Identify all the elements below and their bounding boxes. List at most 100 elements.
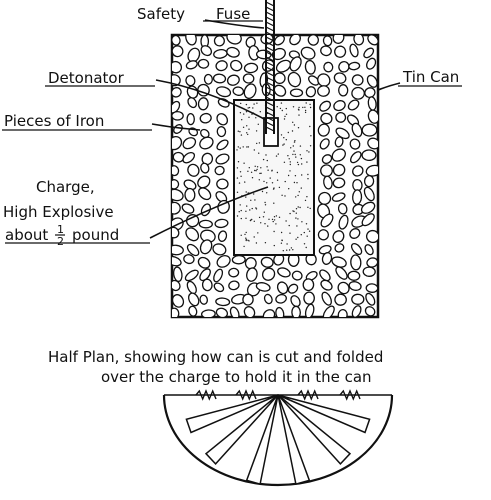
iron-piece <box>185 227 200 242</box>
iron-piece <box>275 59 292 73</box>
explosive-grain <box>248 116 250 119</box>
explosive-grain <box>293 141 296 143</box>
explosive-grain <box>250 171 253 173</box>
explosive-grain <box>300 187 302 189</box>
explosive-grain <box>257 232 259 234</box>
iron-piece <box>172 35 181 46</box>
iron-piece <box>199 294 208 305</box>
explosive-grain <box>253 236 255 238</box>
explosive-grain <box>265 154 267 156</box>
explosive-grain <box>285 139 287 141</box>
explosive-grain <box>289 163 291 166</box>
explosive-grain <box>253 220 255 222</box>
explosive-grain <box>288 158 290 160</box>
iron-piece <box>289 88 304 98</box>
explosive-grain <box>299 145 302 147</box>
explosive-grain <box>277 153 279 155</box>
explosive-grain <box>273 230 275 233</box>
iron-piece <box>320 164 333 178</box>
explosive-grain <box>239 171 242 173</box>
explosive-grain <box>295 208 298 210</box>
iron-piece <box>320 213 334 228</box>
iron-piece <box>216 139 229 151</box>
iron-piece <box>350 254 362 271</box>
explosive-grain <box>258 152 260 154</box>
explosive-grain <box>254 169 256 172</box>
explosive-grain <box>254 165 256 167</box>
explosive-grain <box>297 218 299 220</box>
iron-piece <box>366 57 377 70</box>
explosive-grain <box>297 206 299 208</box>
explosive-grain <box>309 125 311 128</box>
explosive-grain <box>249 209 251 211</box>
half-plan-arc <box>162 394 394 487</box>
explosive-grain <box>292 106 295 108</box>
explosive-grain <box>252 107 254 109</box>
iron-piece <box>198 219 213 229</box>
label-fraction-numerator: 1 <box>57 223 64 236</box>
explosive-grain <box>244 233 246 236</box>
explosive-grain <box>289 212 291 215</box>
iron-piece <box>197 256 211 269</box>
explosive-grain <box>236 149 238 151</box>
explosive-grain <box>302 106 304 109</box>
iron-piece <box>317 73 331 87</box>
iron-piece <box>335 266 348 280</box>
explosive-grain <box>293 124 296 126</box>
iron-piece <box>255 49 272 60</box>
explosive-grain <box>293 181 296 184</box>
explosive-grain <box>236 215 239 217</box>
iron-piece <box>349 43 359 58</box>
iron-piece <box>172 60 183 74</box>
explosive-grain <box>266 192 268 194</box>
explosive-grain <box>243 162 245 164</box>
iron-piece <box>172 294 185 308</box>
explosive-grain <box>236 191 239 193</box>
iron-piece <box>275 293 287 304</box>
explosive-grain <box>285 107 287 110</box>
explosive-grain <box>276 179 279 181</box>
explosive-grain <box>290 247 293 249</box>
explosive-grain <box>246 125 248 127</box>
explosive-grain <box>247 170 249 172</box>
explosive-grain <box>236 167 239 169</box>
iron-piece <box>183 254 195 265</box>
explosive-grain <box>259 172 261 175</box>
explosive-grain <box>288 188 290 190</box>
explosive-grain <box>282 144 284 146</box>
explosive-grain <box>307 228 309 230</box>
spring-coil <box>339 389 361 401</box>
explosive-grain <box>276 171 279 174</box>
iron-piece <box>365 164 378 177</box>
iron-piece <box>187 163 200 177</box>
iron-piece <box>201 278 213 292</box>
explosive-grain <box>237 161 240 163</box>
iron-piece <box>200 128 210 139</box>
iron-piece <box>215 153 230 165</box>
iron-piece <box>188 305 198 317</box>
iron-piece <box>184 269 199 282</box>
iron-piece <box>332 177 346 189</box>
iron-piece <box>172 87 182 98</box>
iron-piece <box>216 126 227 138</box>
iron-piece <box>217 199 230 214</box>
explosive-grain <box>281 109 283 112</box>
iron-piece <box>228 280 240 291</box>
explosive-grain <box>293 150 295 152</box>
explosive-grain <box>255 242 258 244</box>
iron-piece <box>319 138 330 150</box>
explosive-grain <box>262 216 265 218</box>
iron-piece <box>172 226 180 239</box>
explosive-grain <box>245 111 248 113</box>
iron-piece <box>216 255 231 268</box>
explosive-grain <box>307 206 309 208</box>
explosive-grain <box>249 219 252 222</box>
explosive-grain <box>246 132 248 134</box>
explosive-grain <box>292 153 294 156</box>
iron-piece <box>337 308 348 317</box>
iron-piece <box>212 73 227 84</box>
explosive-grain <box>260 167 262 169</box>
explosive-grain <box>292 145 294 147</box>
explosive-grain <box>308 230 311 232</box>
explosive-grain <box>286 243 288 245</box>
